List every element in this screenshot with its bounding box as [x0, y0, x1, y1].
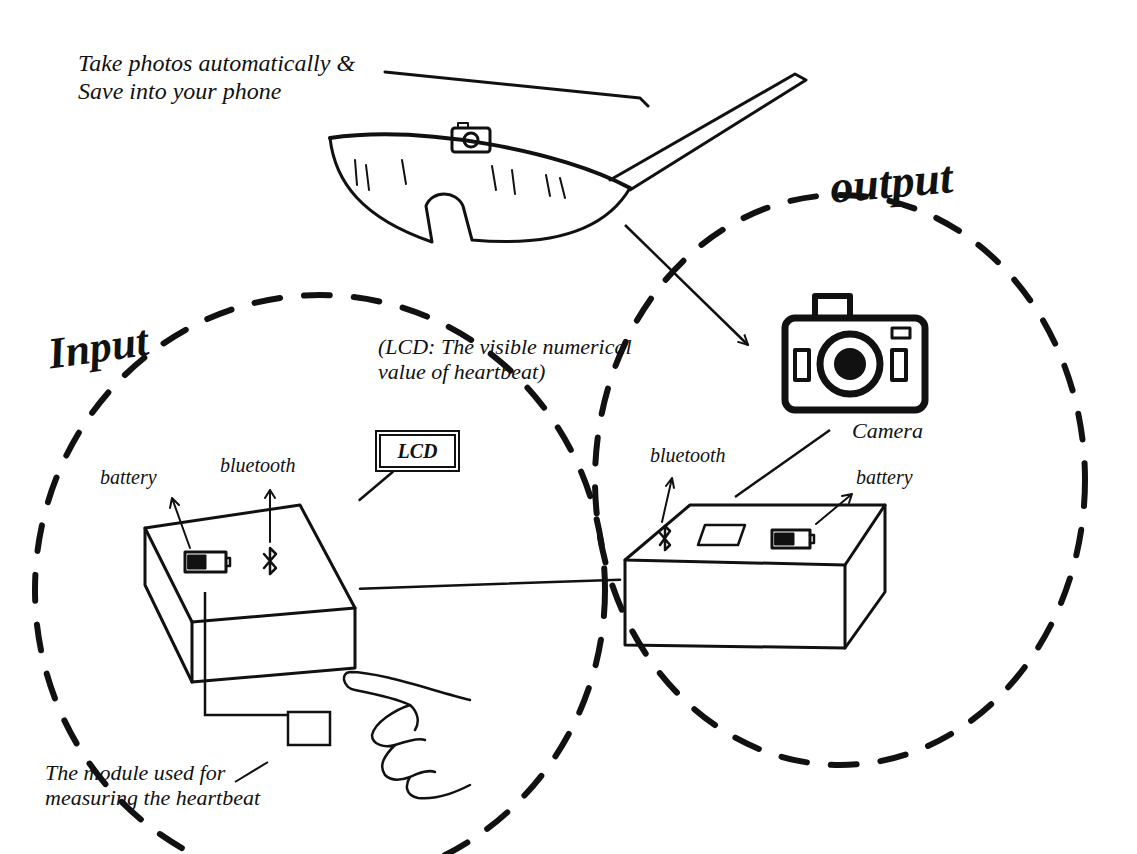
output-device-box: bluetoothbattery [620, 500, 890, 650]
glasses-to-camera-arrow [625, 225, 748, 345]
battery-terminal [226, 558, 230, 566]
box-front-face [192, 608, 355, 682]
camera-leader-line [735, 430, 830, 497]
glasses-lens [330, 138, 630, 242]
glasses-camera-top [458, 123, 468, 128]
camera-flash [892, 328, 910, 338]
callout-arrow [170, 498, 190, 548]
battery-icon [185, 552, 226, 572]
battery-charge [188, 555, 206, 569]
lcd-note: (LCD: The visible numerical value of hea… [378, 334, 663, 385]
heartbeat-module [288, 712, 330, 745]
part-label: battery [856, 466, 913, 489]
lcd-display: LCD [375, 430, 460, 472]
glasses-back-temple [385, 72, 648, 106]
feature-note: Take photos automatically & Save into yo… [78, 50, 378, 105]
region-outline [590, 190, 1090, 770]
lens-hatching [355, 160, 565, 198]
glasses-camera-lens [464, 133, 478, 147]
camera-grip [795, 350, 809, 380]
hand [344, 672, 470, 798]
part-label: battery [100, 466, 157, 489]
camera-grip [892, 350, 906, 380]
glasses-camera [452, 128, 490, 152]
battery-terminal [810, 535, 814, 543]
connector-line [360, 580, 620, 589]
callout-arrow [816, 494, 852, 524]
camera-icon [785, 296, 925, 410]
part-label: bluetooth [650, 444, 726, 467]
callout-arrow [662, 478, 674, 522]
region-title: output [828, 151, 955, 214]
battery-icon [772, 530, 810, 548]
device-drawing [140, 500, 360, 685]
dashed-boundary [595, 195, 1085, 765]
device-drawing [620, 500, 890, 650]
bluetooth-icon [660, 526, 670, 550]
part-label: Camera [852, 418, 923, 443]
module-chip [698, 525, 745, 545]
glasses-frame-top [330, 135, 630, 188]
camera-lens-core [834, 348, 866, 380]
hand-fingers [395, 705, 435, 777]
box-top-face [145, 505, 355, 622]
glasses-front-temple [610, 74, 806, 190]
callout-arrow [265, 490, 275, 542]
module-leader-line [235, 762, 268, 782]
connector-line [359, 472, 392, 500]
region-title: Input [45, 316, 151, 380]
camera-lens [820, 334, 880, 394]
input-device-box: batterybluetooth [140, 500, 360, 685]
module-note: The module used for measuring the heartb… [45, 760, 310, 811]
glasses [330, 72, 806, 242]
camera-body [785, 318, 925, 410]
output-region: outputbluetoothbattery [590, 190, 1090, 770]
box-front-face [625, 560, 845, 648]
part-label: bluetooth [220, 454, 296, 477]
lcd-label: LCD [381, 436, 454, 466]
box-side-face [845, 505, 885, 648]
sensor-wire [205, 592, 288, 715]
bluetooth-icon [264, 548, 276, 574]
battery-charge [775, 533, 794, 545]
hand-outline [344, 672, 470, 798]
